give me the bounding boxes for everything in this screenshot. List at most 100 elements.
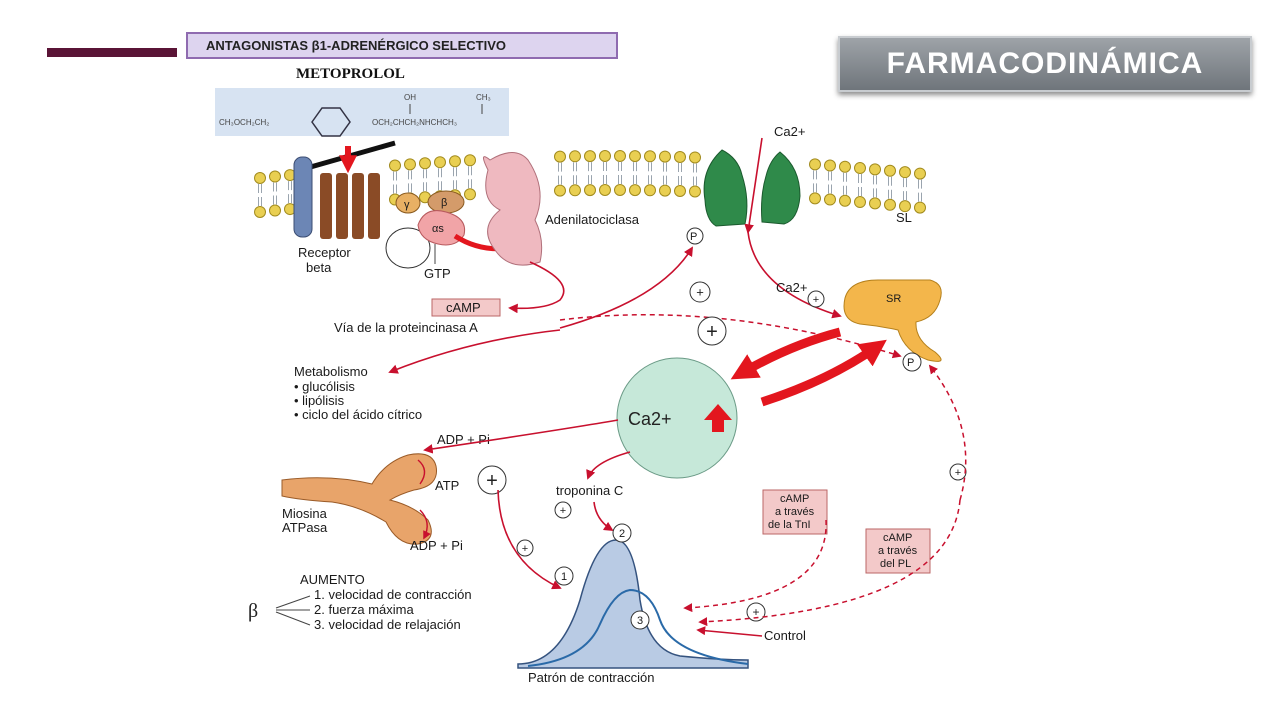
lipid-head [674, 184, 686, 197]
adp-top-label: ADP + Pi [437, 432, 490, 447]
lipid-head [464, 154, 476, 167]
calcium-channel: Ca2+ P SL [686, 124, 912, 245]
ca-center-label: Ca2+ [628, 409, 672, 429]
lipid-head [824, 159, 836, 172]
beta-effects: β AUMENTO 1. velocidad de contracción 2.… [248, 572, 472, 632]
marker-1: 1 [561, 571, 567, 583]
lipid-head [839, 194, 851, 207]
sr-label: SR [886, 293, 901, 305]
pl-line-3: del PL [880, 558, 911, 570]
lipid-head [659, 184, 671, 197]
lipid-head [449, 155, 461, 168]
lipid-head [914, 201, 926, 214]
plus-circle [807, 290, 825, 308]
beta-symbol: β [248, 600, 258, 622]
pka-label: Vía de la proteincinasa A [334, 320, 478, 335]
lipid-head [899, 200, 911, 213]
lipid-head [419, 157, 431, 170]
lipid-head [899, 166, 911, 179]
lipid-head [404, 158, 416, 171]
formula-ch3: CH₃ [476, 93, 491, 102]
troponin-label: troponina C [556, 483, 623, 498]
atp-label: ATP [435, 478, 459, 493]
metabolism-item-3: • ciclo del ácido cítrico [294, 407, 422, 422]
tni-line-1: cAMP [780, 493, 809, 505]
plus-sign: + [813, 294, 819, 306]
formula-oh: OH [404, 93, 416, 102]
cell-membrane [254, 150, 926, 218]
increase-arrow-icon [704, 404, 732, 432]
camp-box [431, 298, 501, 317]
myosin-label-1: Miosina [282, 506, 328, 521]
accent-bar [47, 48, 177, 57]
plus-circle [516, 539, 534, 557]
ca-sr-label: Ca2+ [776, 280, 807, 295]
lipid-head [254, 206, 266, 218]
camp-tni-box: cAMP a través de la TnI [762, 489, 828, 535]
plus-circle [689, 281, 711, 303]
beta-receptor: γ β αs Receptor beta GTP [293, 156, 516, 281]
lipid-head [674, 150, 686, 163]
lipid-head [839, 160, 851, 173]
metabolism-item-1: • glucólisis [294, 379, 355, 394]
lipid-head [659, 150, 671, 163]
lipid-head [269, 204, 281, 217]
lipid-head [554, 184, 566, 197]
lipid-head [569, 184, 581, 197]
plus-signs: + + + + + + + + [477, 281, 967, 622]
contraction-pattern: Patrón de contracción 1 2 3 [517, 523, 749, 685]
metabolism-title: Metabolismo [294, 364, 368, 379]
tni-line-3: de la TnI [768, 519, 811, 531]
formula-right: OCH₂CHCH₂NHCHCH₃ [372, 118, 457, 127]
camp-pl-box: cAMP a través del PL [865, 528, 931, 574]
plus-circle [477, 465, 507, 495]
p-sr: P [907, 357, 914, 369]
lipid-head [809, 158, 821, 171]
lipid-head [644, 184, 656, 197]
plus-circle [746, 602, 766, 622]
tni-line-2: a través [775, 506, 815, 518]
myosin-atpase: Miosina ATPasa ADP + Pi ATP ADP + Pi [281, 419, 619, 553]
slide-title: FARMACODINÁMICA [838, 36, 1252, 92]
drug-name: METOPROLOL [296, 66, 405, 82]
myosin-label-2: ATPasa [282, 520, 328, 535]
lipid-head [389, 159, 401, 172]
lipid-head [629, 184, 641, 197]
marker-3: 3 [637, 615, 643, 627]
lipid-head [854, 162, 866, 175]
effects-title: AUMENTO [300, 572, 365, 587]
lipid-head [914, 167, 926, 180]
alpha-s-label: αs [432, 223, 444, 235]
lipid-head [884, 198, 896, 211]
effect-item-1: 1. velocidad de contracción [314, 587, 472, 602]
plus-sign: + [560, 505, 566, 517]
metoprolol-structure: CH₃OCH₂CH₂ OCH₂CHCH₂NHCHCH₃ OH CH₃ [219, 93, 491, 137]
lipid-head [584, 184, 596, 197]
adenylate-cyclase: Adenilatociclasa [483, 152, 640, 266]
lipid-head [554, 150, 566, 163]
plus-sign: + [486, 470, 498, 492]
pl-line-2: a través [878, 545, 918, 557]
chemical-formula-box [215, 88, 509, 136]
receptor-label-2: beta [306, 260, 332, 275]
plus-sign: + [955, 467, 961, 479]
plus-sign: + [706, 321, 718, 343]
lipid-head [614, 150, 626, 163]
plus-sign: + [522, 543, 528, 555]
lipid-head [884, 164, 896, 177]
pattern-label: Patrón de contracción [528, 670, 654, 685]
adenylate-label: Adenilatociclasa [545, 212, 640, 227]
formula-left: CH₃OCH₂CH₂ [219, 118, 269, 127]
receptor-label-1: Receptor [298, 245, 351, 260]
plus-sign: + [752, 605, 759, 619]
lipid-head [599, 150, 611, 163]
control-label: Control [764, 628, 806, 643]
p-channel: P [690, 231, 697, 243]
effect-item-3: 3. velocidad de relajación [314, 617, 461, 632]
plus-circle [949, 463, 967, 481]
plus-sign: + [696, 285, 704, 300]
effect-item-2: 2. fuerza máxima [314, 602, 414, 617]
lipid-head [584, 150, 596, 163]
gamma-label: γ [404, 199, 410, 211]
